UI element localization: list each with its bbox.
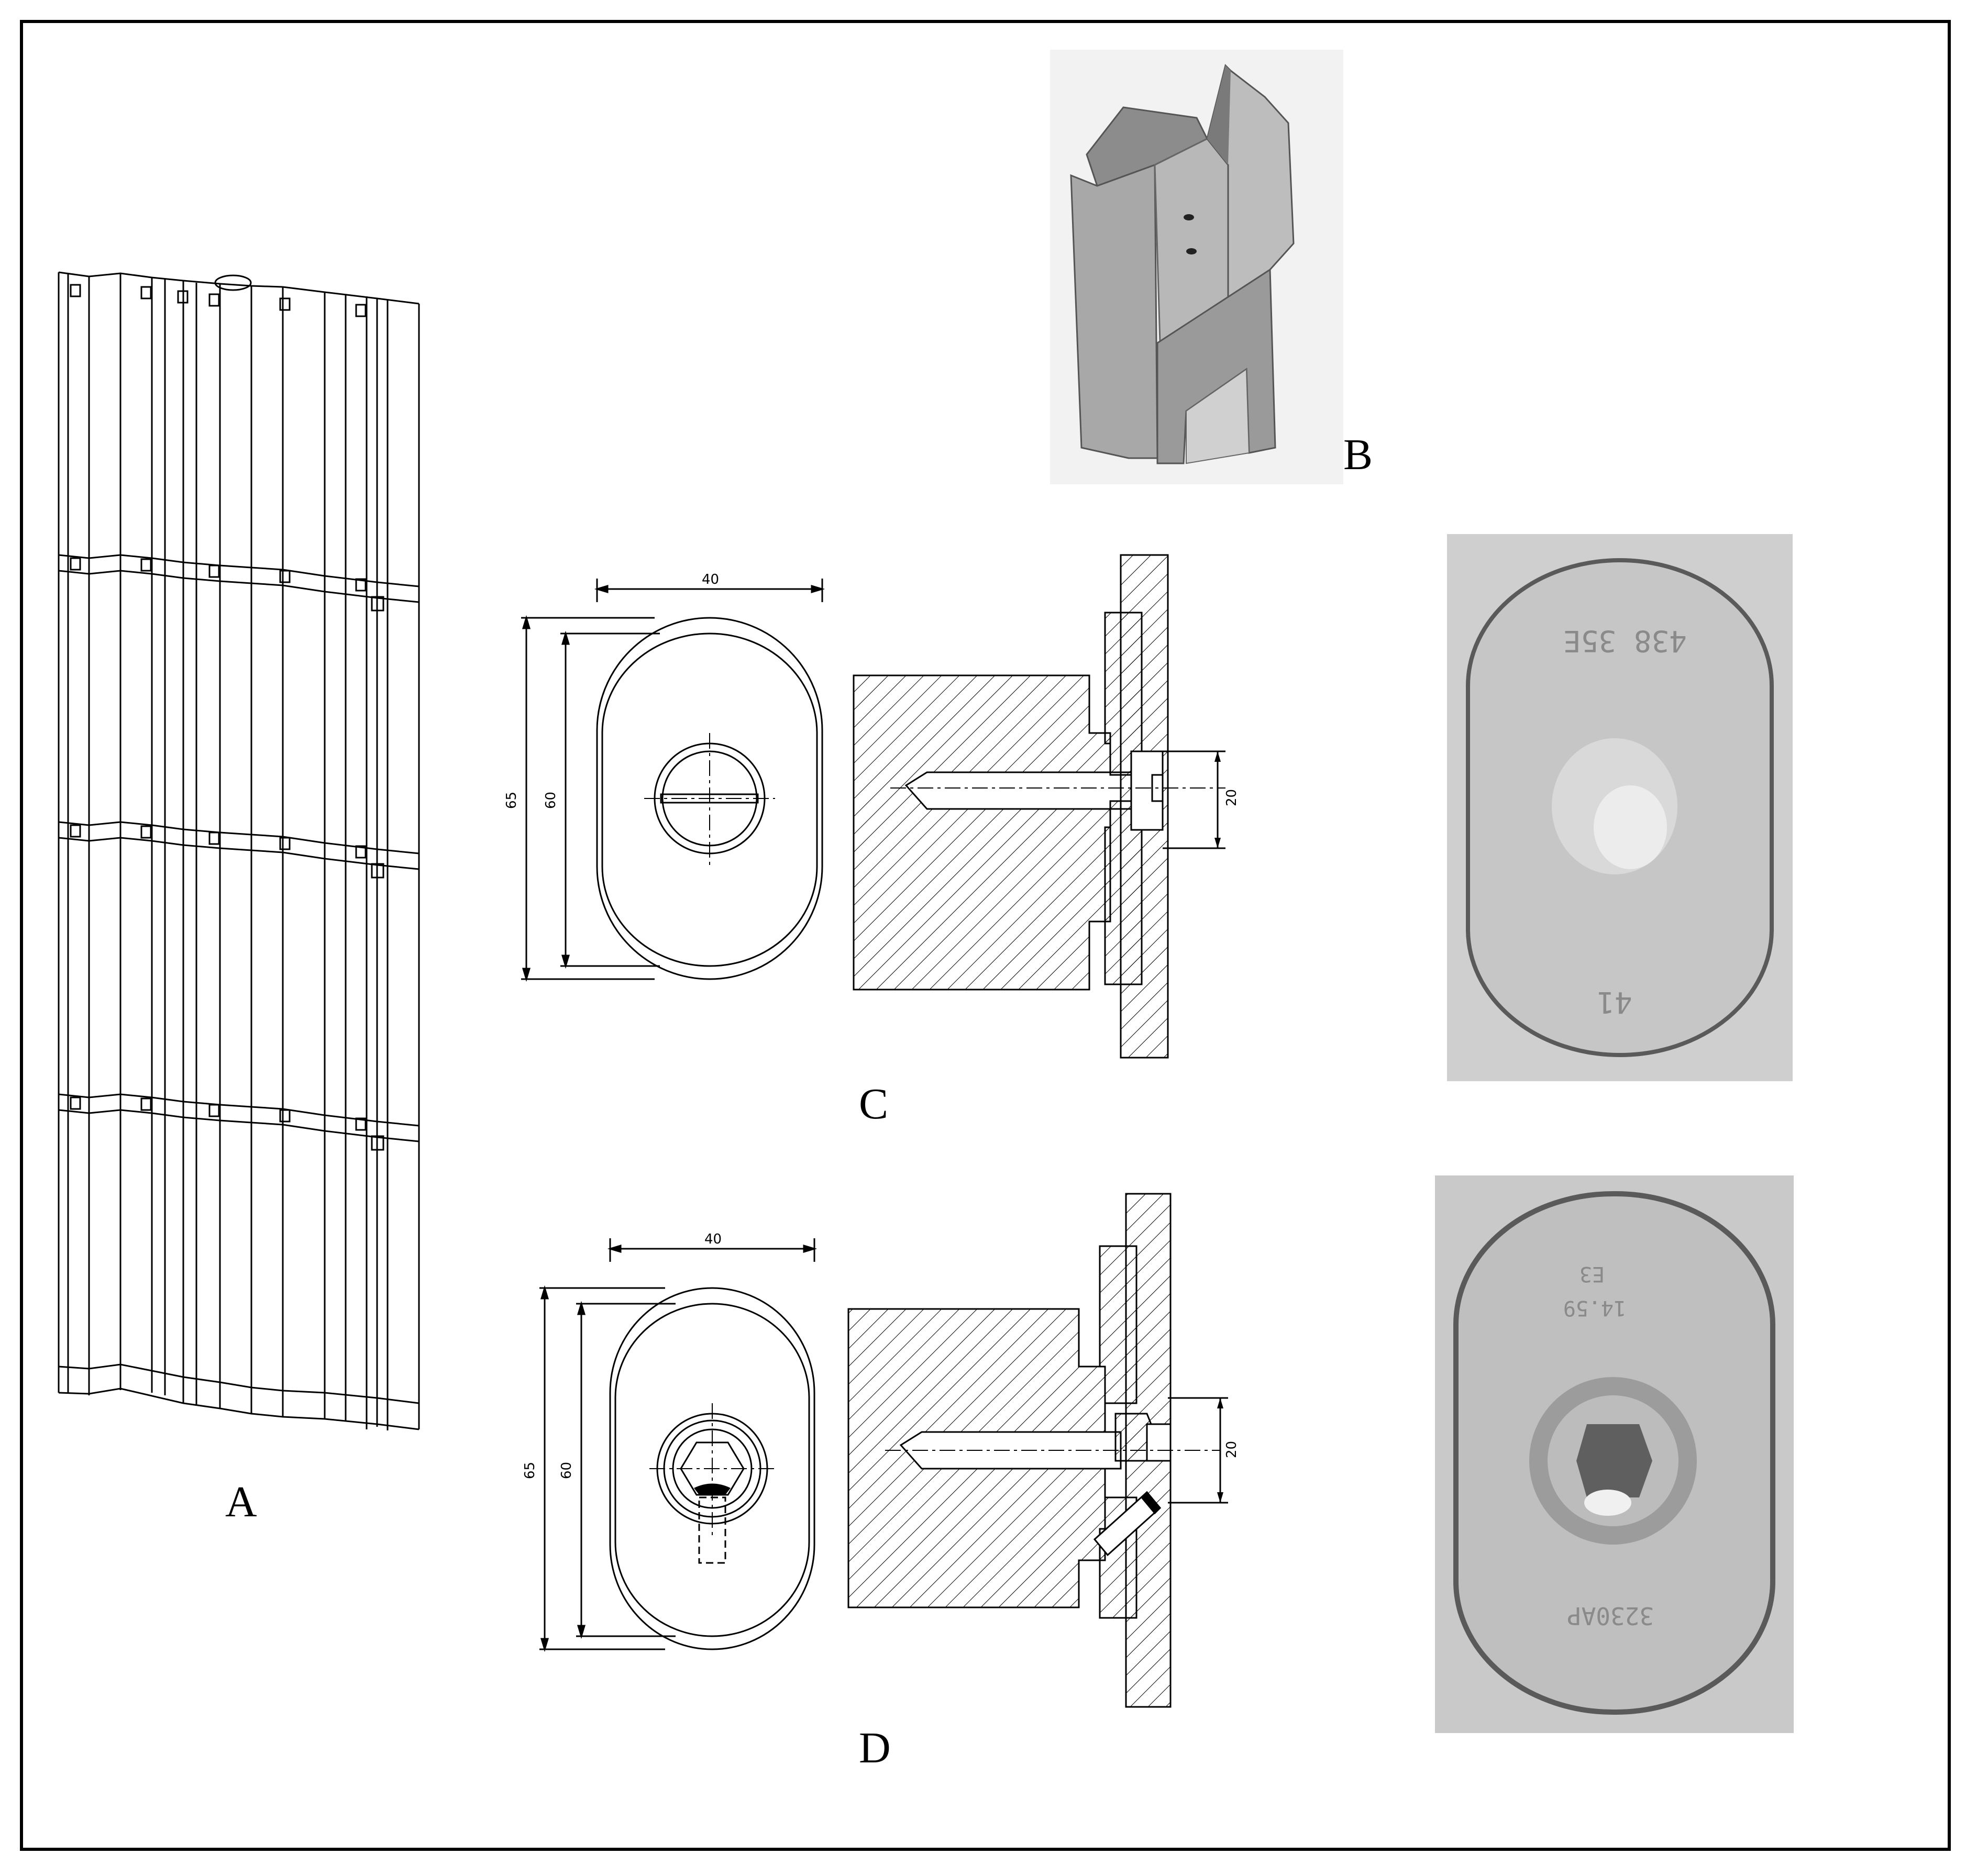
- panel-d-label: D: [859, 1724, 891, 1772]
- panel-c-label: C: [859, 1080, 889, 1128]
- panel-b-photo: [1050, 50, 1343, 484]
- d-dim-height-inner: 60: [559, 1462, 575, 1479]
- figure-frame: [20, 20, 1951, 1851]
- d-photo-marking-top-1: E3: [1580, 1262, 1605, 1286]
- panel-b-label: B: [1343, 430, 1373, 479]
- panel-a-label: A: [225, 1478, 257, 1526]
- c-dim-width: 40: [702, 572, 719, 587]
- d-photo-marking-bottom: 3230AP: [1567, 1602, 1654, 1630]
- c-dim-height-inner: 60: [543, 792, 559, 809]
- panel-a-drawing: [58, 271, 420, 1430]
- panel-c-front-view: 40 65 60: [504, 572, 825, 982]
- d-dim-bore: 20: [1224, 1441, 1240, 1458]
- panel-c-section-view: 20: [853, 554, 1240, 1059]
- c-photo-marking-bottom: 41: [1597, 985, 1632, 1019]
- d-photo-marking-top-2: 14.59: [1563, 1296, 1626, 1320]
- panel-d-photo: E3 14.59 3230AP: [1435, 1175, 1794, 1733]
- c-dim-bore: 20: [1224, 789, 1240, 806]
- panel-d-front-view: 40 65 60: [522, 1231, 818, 1652]
- panel-c-photo: 438 35E 41: [1447, 534, 1793, 1081]
- panel-d-section-view: 20: [847, 1193, 1240, 1708]
- c-dim-height-outer: 65: [504, 792, 520, 809]
- c-photo-marking-top: 438 35E: [1563, 624, 1687, 658]
- d-dim-height-outer: 65: [522, 1462, 538, 1479]
- d-dim-width: 40: [704, 1231, 722, 1247]
